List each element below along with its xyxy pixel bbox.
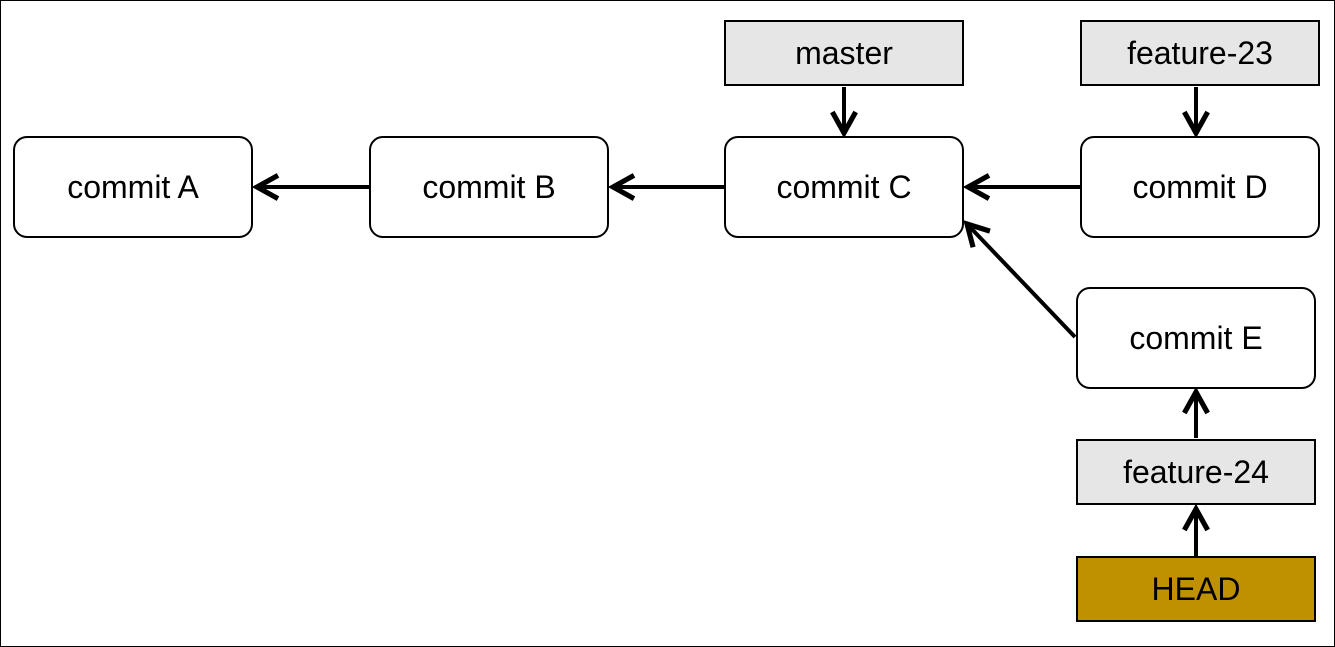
- branch-master-label: master: [795, 34, 893, 71]
- head-label: HEAD: [1151, 570, 1241, 607]
- branch-feature-23: feature-23: [1080, 20, 1320, 86]
- branch-feature-23-label: feature-23: [1127, 34, 1273, 71]
- branch-master: master: [724, 20, 964, 86]
- commit-c-label: commit C: [776, 168, 912, 205]
- commit-a-label: commit A: [67, 168, 199, 205]
- head-pointer: HEAD: [1076, 556, 1316, 622]
- commit-e-node: commit E: [1076, 287, 1316, 389]
- commit-a-node: commit A: [13, 136, 253, 238]
- commit-b-node: commit B: [369, 136, 609, 238]
- branch-feature-24: feature-24: [1076, 439, 1316, 505]
- branch-feature-24-label: feature-24: [1123, 453, 1269, 490]
- commit-c-node: commit C: [724, 136, 964, 238]
- commit-d-label: commit D: [1132, 168, 1268, 205]
- commit-b-label: commit B: [422, 168, 556, 205]
- commit-e-label: commit E: [1129, 319, 1263, 356]
- commit-d-node: commit D: [1080, 136, 1320, 238]
